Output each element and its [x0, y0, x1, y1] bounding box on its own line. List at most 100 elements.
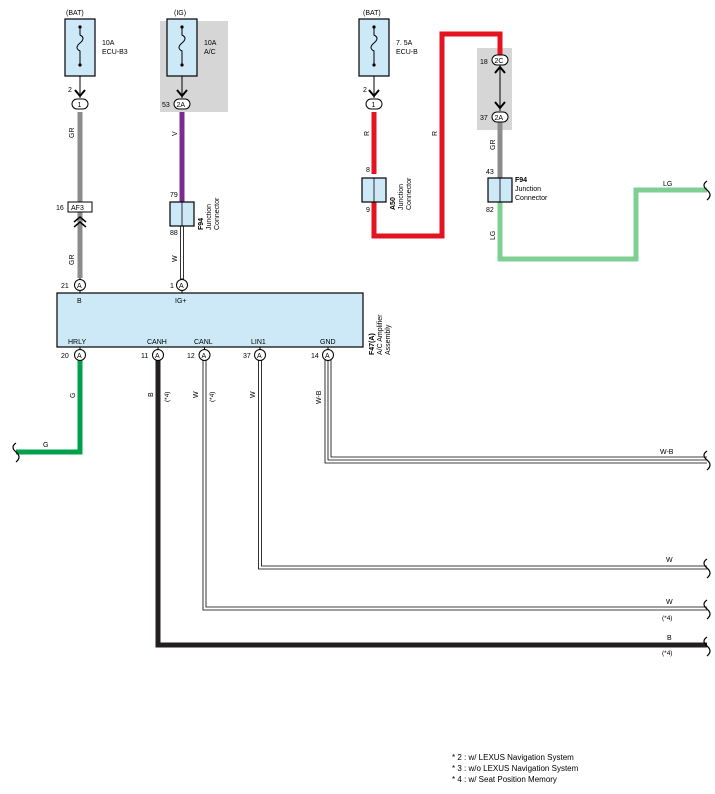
f94l-pin-bottom: 88	[170, 230, 178, 237]
label-r1: R	[364, 131, 371, 136]
fuse1-rating: 10A	[102, 40, 115, 47]
footnote: * 3 : w/o LEXUS Navigation System	[452, 764, 579, 773]
label-out-b-note: (*4)	[662, 650, 672, 657]
svg-text:A: A	[77, 353, 82, 360]
svg-text:A: A	[77, 283, 82, 290]
label-w-lin: W	[250, 391, 257, 398]
svg-text:IG+: IG+	[175, 298, 186, 305]
f94l-label2: Connector	[214, 197, 221, 230]
f94r-label1: Junction	[515, 186, 541, 193]
label-gr2: GR	[69, 255, 76, 266]
label-lg2: LG	[663, 181, 672, 188]
wire-lg	[497, 187, 707, 262]
fuse2-conn: 2A	[177, 102, 186, 109]
svg-text:21: 21	[61, 283, 69, 290]
label-lg1: LG	[490, 231, 497, 240]
label-g2: G	[43, 442, 48, 449]
footnote: * 2 : w/ LEXUS Navigation System	[452, 753, 574, 762]
fuse1-arrow-icon	[74, 89, 86, 98]
amp-top-pin: A 21 B	[61, 278, 86, 305]
wire-wb	[324, 360, 707, 464]
svg-text:A: A	[325, 353, 330, 360]
f94r-arrow-up-icon	[494, 65, 506, 74]
f94r-label2: Connector	[515, 195, 548, 202]
svg-text:A: A	[155, 353, 160, 360]
f94l-pin-top: 79	[170, 192, 178, 199]
f94r-conn-bottom: 2A	[495, 115, 504, 122]
label-out-w2-note: (*4)	[662, 615, 672, 622]
a50-label1: Junction	[398, 184, 405, 210]
f94l-code: F94	[198, 218, 205, 230]
svg-text:CANL: CANL	[194, 339, 213, 346]
label-v: V	[172, 131, 179, 136]
fuse2-source: (IG)	[174, 10, 186, 17]
label-w-ig: W	[172, 255, 179, 262]
svg-text:12: 12	[187, 353, 195, 360]
svg-text:CANH: CANH	[147, 339, 167, 346]
amp-bottom-pin: A 12 CANL	[187, 339, 213, 361]
label-gr1: GR	[69, 128, 76, 139]
af3-chevron-icon	[73, 216, 87, 228]
svg-text:11: 11	[141, 353, 148, 360]
label-b1: B	[148, 392, 155, 397]
svg-text:LIN1: LIN1	[251, 339, 266, 346]
a50-pin-top: 8	[366, 167, 370, 174]
amp-bottom-pin: A 37 LIN1	[243, 339, 266, 361]
af3-connector	[67, 201, 93, 213]
f94r-pin-bottom: 82	[486, 207, 494, 214]
fuse2-arrow-icon	[176, 89, 188, 98]
wire-b	[155, 360, 707, 648]
amp-bottom-pin: A 20 HRLY	[61, 339, 86, 361]
a50-pin-bottom: 9	[366, 207, 370, 214]
fuse1-icon	[76, 27, 84, 65]
svg-text:1: 1	[170, 283, 174, 290]
fuse3-arrow-icon	[368, 89, 380, 98]
wire-w-canl	[202, 360, 707, 611]
svg-text:14: 14	[311, 353, 319, 360]
footnote: * 4 : w/ Seat Position Memory	[452, 775, 557, 784]
svg-text:HRLY: HRLY	[68, 339, 86, 346]
fuse3-rating: 7. 5A	[396, 40, 413, 47]
label-gr3: GR	[490, 140, 497, 151]
svg-text:A: A	[202, 353, 207, 360]
svg-text:B: B	[77, 298, 82, 305]
label-g1: G	[70, 393, 77, 398]
amp-name1: A/C Amplifier	[377, 314, 384, 355]
fuse2-pin: 53	[162, 102, 170, 109]
fuse1-pin: 2	[68, 87, 72, 94]
ac-amplifier-box	[56, 292, 364, 348]
f94r-conn-bottom-pin: 37	[480, 115, 488, 122]
wire-r-loop	[371, 31, 503, 239]
af3-code: AF3	[71, 205, 84, 212]
svg-text:GND: GND	[320, 339, 336, 346]
label-b1-note: (*4)	[164, 392, 171, 402]
fuse3-conn: 1	[372, 102, 376, 109]
label-wb: W-B	[316, 390, 323, 404]
fuse3-icon	[370, 27, 378, 65]
svg-text:A: A	[179, 283, 184, 290]
svg-text:37: 37	[243, 353, 251, 360]
amp-bottom-pin: A 11 CANH	[141, 339, 167, 361]
wire-end-marks	[12, 180, 711, 657]
fuse3-source: (BAT)	[363, 10, 381, 17]
label-out-wb: W-B	[660, 449, 674, 456]
wire-w-lin	[258, 360, 707, 570]
f94r-conn-top: 2C	[495, 58, 504, 65]
fuse1-source: (BAT)	[66, 10, 84, 17]
label-out-w2: W	[666, 599, 673, 606]
amp-bottom-pin: A 14 GND	[311, 339, 336, 361]
fuse1-name: ECU-B3	[102, 49, 128, 56]
fuse3-name: ECU-B	[396, 49, 418, 56]
label-out-w1: W	[666, 557, 673, 564]
wire-w-ig	[180, 226, 184, 280]
f94r-arrow-down-icon	[494, 101, 506, 110]
wire-g	[16, 360, 83, 455]
fuse3-pin: 2	[363, 87, 367, 94]
f94r-conn-top-pin: 18	[480, 59, 488, 66]
amp-code: F47(A)	[369, 333, 376, 355]
svg-text:A: A	[257, 353, 262, 360]
a50-label2: Connector	[406, 177, 413, 210]
f94r-code: F94	[515, 177, 527, 184]
af3-pin: 16	[56, 205, 64, 212]
